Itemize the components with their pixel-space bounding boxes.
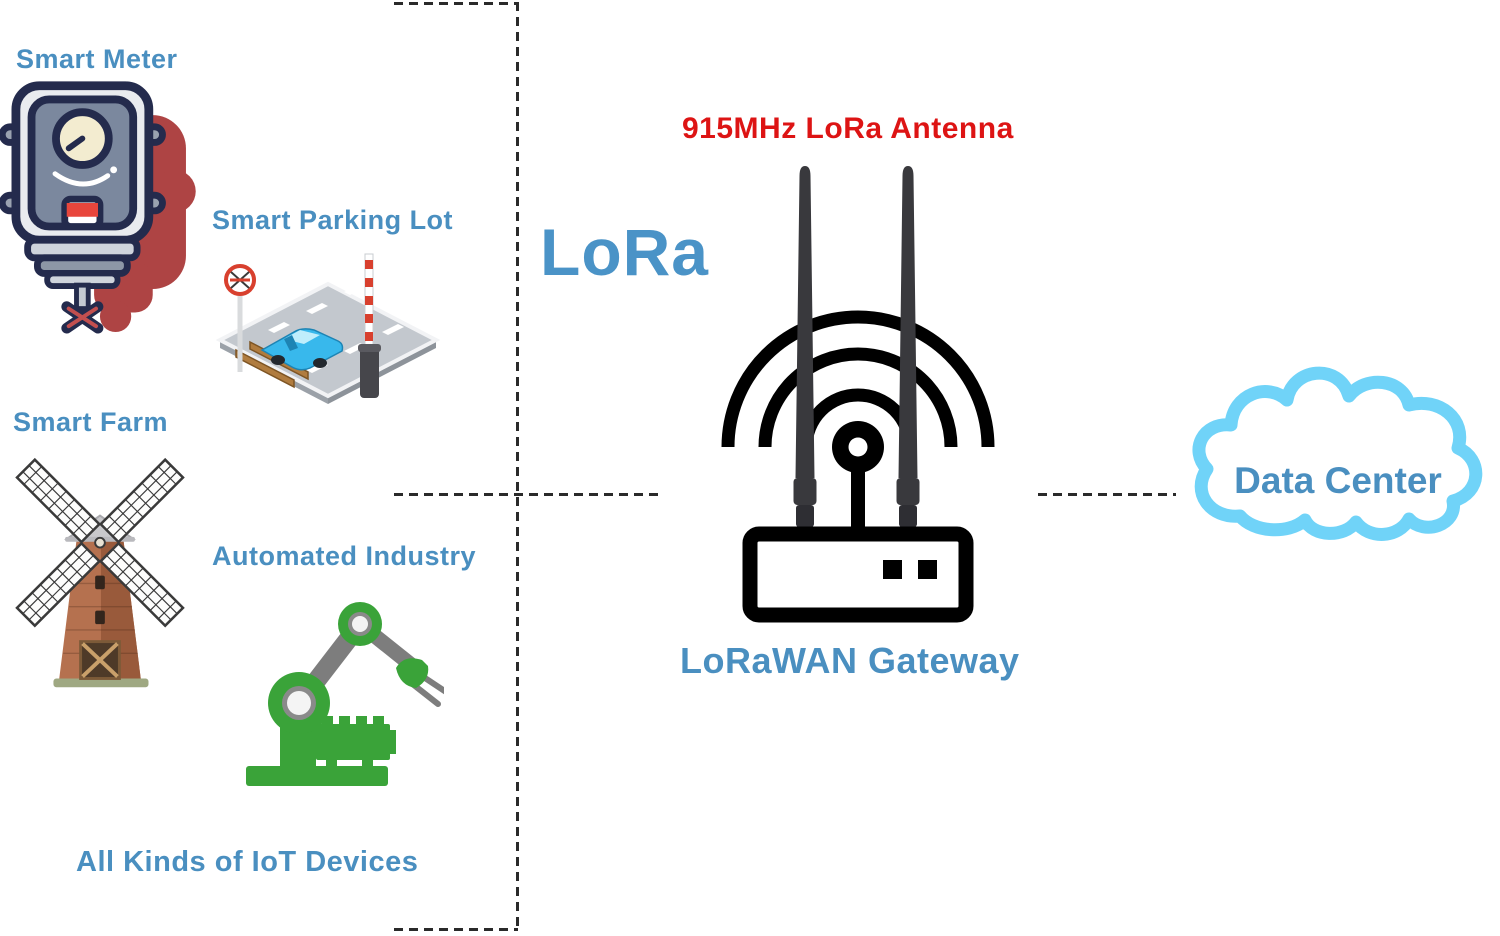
smart-parking-icon — [215, 253, 441, 404]
antenna-caption: 915MHz LoRa Antenna — [682, 112, 1014, 145]
smart-meter-label: Smart Meter — [16, 44, 178, 74]
barrier-gate-glyph — [358, 253, 381, 398]
dashed-line-bottom — [394, 928, 518, 931]
lora-protocol-label: LoRa — [540, 215, 709, 289]
smart-farm-label: Smart Farm — [13, 407, 169, 437]
parking-sign-glyph — [224, 264, 256, 372]
data-center-cloud-icon — [1192, 366, 1483, 541]
lorawan-gateway-icon — [721, 166, 995, 623]
automated-industry-icon — [246, 602, 444, 786]
data-center-label: Data Center — [1234, 460, 1442, 501]
dashed-line-to-gateway — [394, 493, 658, 496]
dashed-line-to-cloud — [1038, 493, 1176, 496]
dashed-line-top — [394, 2, 518, 5]
smart-meter-icon — [0, 81, 196, 334]
smart-parking-label: Smart Parking Lot — [212, 205, 454, 235]
dashed-line-vertical — [516, 2, 519, 931]
smart-farm-icon — [15, 458, 185, 688]
automated-industry-label: Automated Industry — [212, 541, 477, 571]
car-glyph — [260, 328, 344, 371]
iot-devices-caption: All Kinds of IoT Devices — [76, 846, 419, 878]
gateway-caption: LoRaWAN Gateway — [680, 640, 1020, 681]
antenna-whips-glyph — [793, 166, 920, 527]
